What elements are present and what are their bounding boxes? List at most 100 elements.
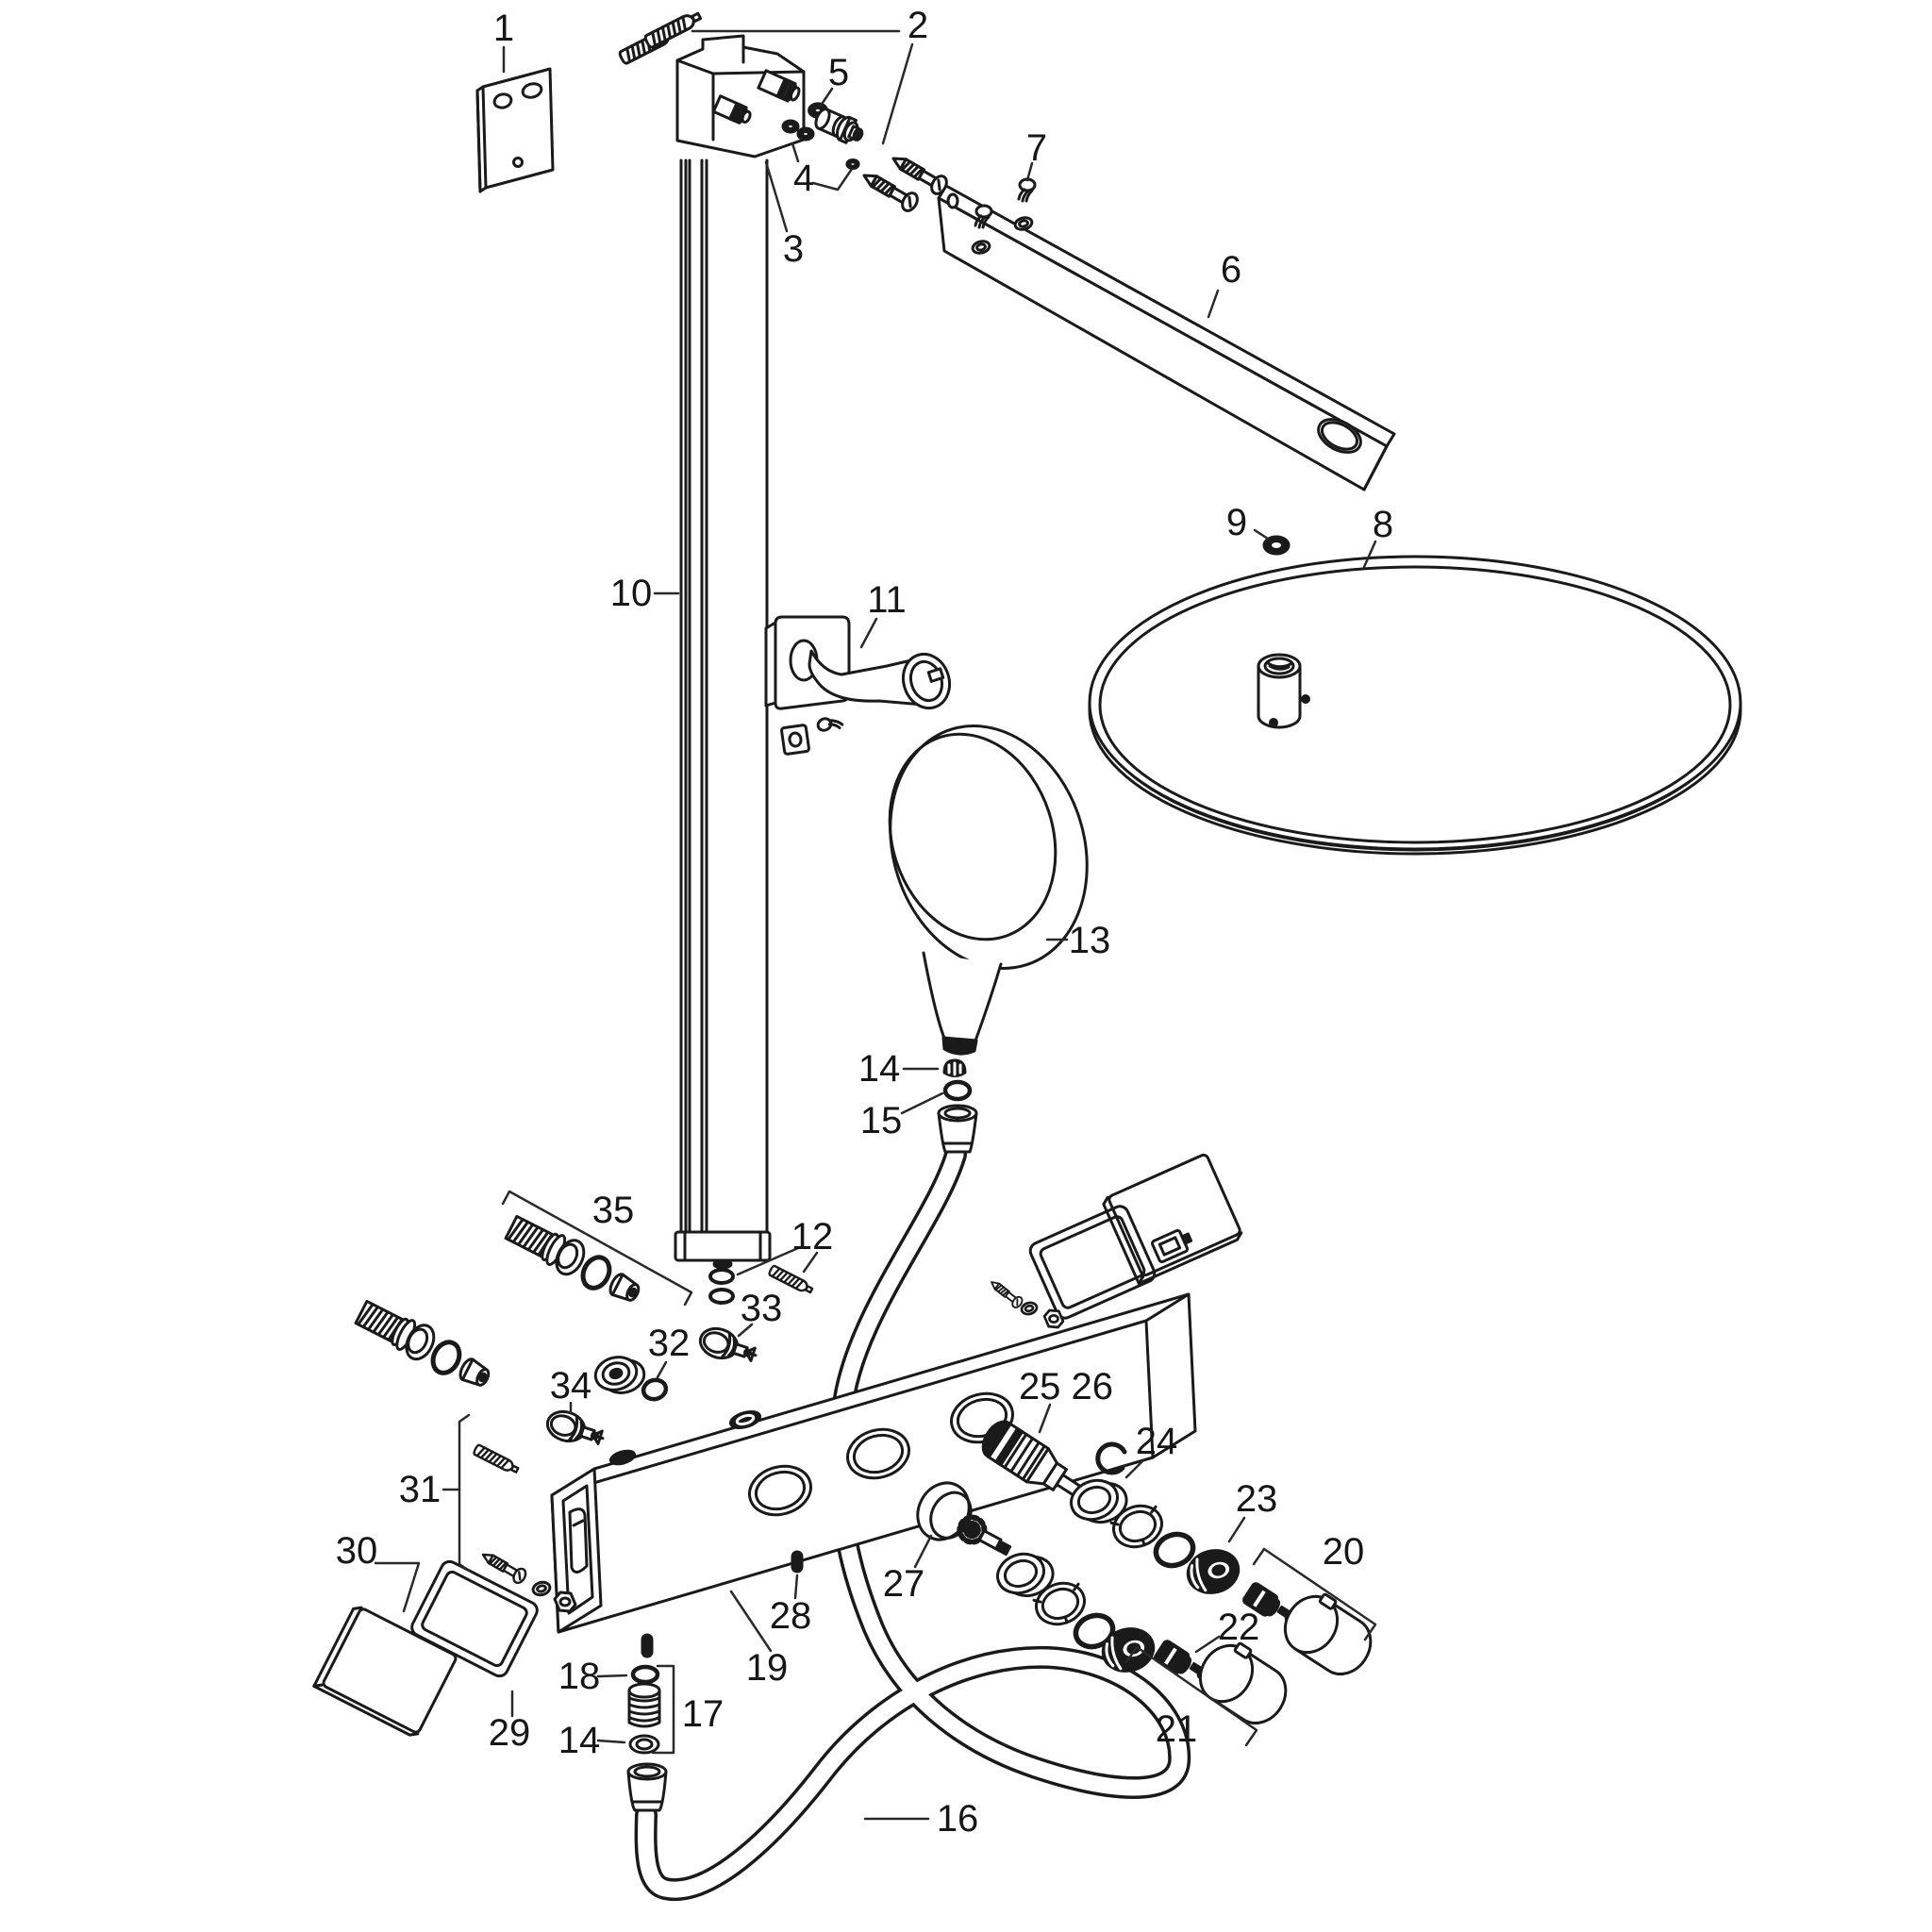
leader-handle-upper (1252, 1547, 1377, 1641)
body-pin (641, 1633, 654, 1658)
o-ring-large (1153, 1531, 1196, 1569)
leader-seal (819, 87, 834, 108)
hose-cone-bottom (626, 1762, 668, 1812)
shower-holder (764, 615, 952, 756)
leader-o-ring-handshower (900, 1091, 944, 1115)
part-label-check-valve-upper: 33 (741, 1288, 783, 1329)
pipe-foot (674, 1230, 772, 1270)
o-ring-outlet (630, 1664, 660, 1685)
leader-cap-sleeve (1227, 1516, 1246, 1543)
part-label-shower-pipe: 10 (610, 573, 653, 614)
part-label-connection-set: 35 (592, 1190, 635, 1231)
wall-anchor-small (472, 1442, 521, 1476)
mounting-screw (987, 1276, 1025, 1310)
wall-anchor (642, 8, 704, 50)
part-label-hose-connector: 17 (682, 1693, 724, 1735)
part-label-o-ring-handshower: 15 (860, 1100, 903, 1141)
part-label-thermostat-body: 19 (746, 1647, 789, 1689)
leader-screw-set-arm (1025, 161, 1034, 182)
filter-seal (942, 1058, 967, 1077)
part-label-gasket: 9 (1226, 502, 1247, 543)
part-label-washer-outlet: 14 (558, 1720, 601, 1761)
retaining-clip (1095, 1441, 1127, 1475)
check-valve (694, 1323, 762, 1371)
part-label-handle-lower: 21 (1156, 1708, 1198, 1750)
leader-fixing-set-top (881, 42, 914, 145)
part-label-retaining-ring-set: 24 (1136, 1421, 1178, 1462)
handle-adapter (1152, 1638, 1195, 1678)
part-label-overhead-shower: 8 (1373, 504, 1393, 545)
part-label-handle-upper: 20 (1323, 1531, 1365, 1573)
part-label-wall-plate: 1 (493, 8, 514, 49)
o-ring (781, 119, 800, 134)
part-label-screw-set-arm: 7 (1026, 127, 1047, 169)
leader-fixing-set-pipe (802, 1251, 819, 1274)
part-label-seal-set: 4 (793, 158, 814, 199)
leader-shower-arm (1207, 289, 1220, 319)
part-label-check-valve-lower: 34 (550, 1365, 592, 1407)
leader-seal-set (791, 142, 800, 163)
arm-screw (1017, 177, 1037, 203)
washer-outlet (628, 1734, 660, 1755)
part-label-thermostat-cartridge-set: 25 26 (1019, 1366, 1113, 1407)
shower-arm (937, 184, 1396, 491)
head-gasket (1262, 535, 1291, 556)
washer (1019, 1299, 1040, 1318)
o-ring-large (1073, 1612, 1116, 1650)
bushing-o-ring (641, 1377, 669, 1402)
shower-pipe (679, 158, 769, 1236)
leader-fixing-set-pipe (736, 1246, 800, 1276)
hose-cone-top (937, 1104, 978, 1154)
handle-knob (1273, 1581, 1385, 1686)
part-label-cap-sleeve: 23 (1236, 1478, 1278, 1520)
leader-o-ring-outlet (596, 1674, 628, 1678)
nut (553, 1591, 577, 1613)
pipe-connector (814, 108, 864, 144)
leader-handle-lower (1124, 1645, 1258, 1747)
leader-thermostat-cartridge-set (1038, 1403, 1052, 1434)
wall-plate (475, 67, 555, 193)
o-ring-handshower (942, 1079, 973, 1102)
thermostat-body (550, 1292, 1197, 1658)
o-ring (796, 126, 815, 142)
leader-retaining-ring-set (1124, 1459, 1144, 1479)
leader-top-housing (764, 160, 789, 233)
washer (530, 1578, 553, 1599)
part-label-shower-arm: 6 (1221, 249, 1241, 291)
part-label-fixing-set-top: 2 (908, 5, 928, 46)
part-label-mounting-set-body: 31 (399, 1469, 441, 1510)
part-label-seal: 5 (828, 52, 849, 93)
top-housing (675, 34, 806, 158)
check-valve (541, 1406, 609, 1454)
part-label-cover-plate: 30 (336, 1530, 378, 1572)
bushing (593, 1356, 646, 1394)
part-label-shower-holder: 11 (867, 579, 907, 621)
leader-shower-holder (859, 617, 878, 649)
part-label-set-screw: 28 (770, 1595, 812, 1637)
leader-connection-set (501, 1190, 693, 1307)
nut (1042, 1308, 1065, 1329)
pipe-o-ring (708, 1268, 735, 1285)
leader-seal-set (811, 167, 854, 192)
leader-thermostat-body (729, 1590, 773, 1653)
leader-gasket (1253, 528, 1270, 541)
leader-hose-connector (651, 1664, 675, 1755)
part-label-filter-seal: 14 (858, 1048, 901, 1090)
leader-bushing-seal (656, 1360, 668, 1379)
leader-adapter-set (1194, 1635, 1221, 1654)
o-ring-small (845, 158, 860, 171)
hand-shower (888, 724, 1089, 1056)
part-label-shut-off-unit: 27 (883, 1563, 925, 1605)
part-label-fixing-set-pipe: 12 (791, 1216, 834, 1257)
part-label-shower-hose: 16 (937, 1798, 979, 1840)
part-label-bushing-seal: 32 (648, 1323, 691, 1364)
part-label-adapter-set: 22 (1218, 1607, 1260, 1648)
leader-cover-plate (374, 1561, 421, 1613)
leader-mounting-set-body (458, 1413, 471, 1573)
part-label-hand-shower: 13 (1069, 920, 1111, 961)
pipe-o-ring (708, 1288, 735, 1305)
set-screw-pin (791, 1550, 804, 1574)
